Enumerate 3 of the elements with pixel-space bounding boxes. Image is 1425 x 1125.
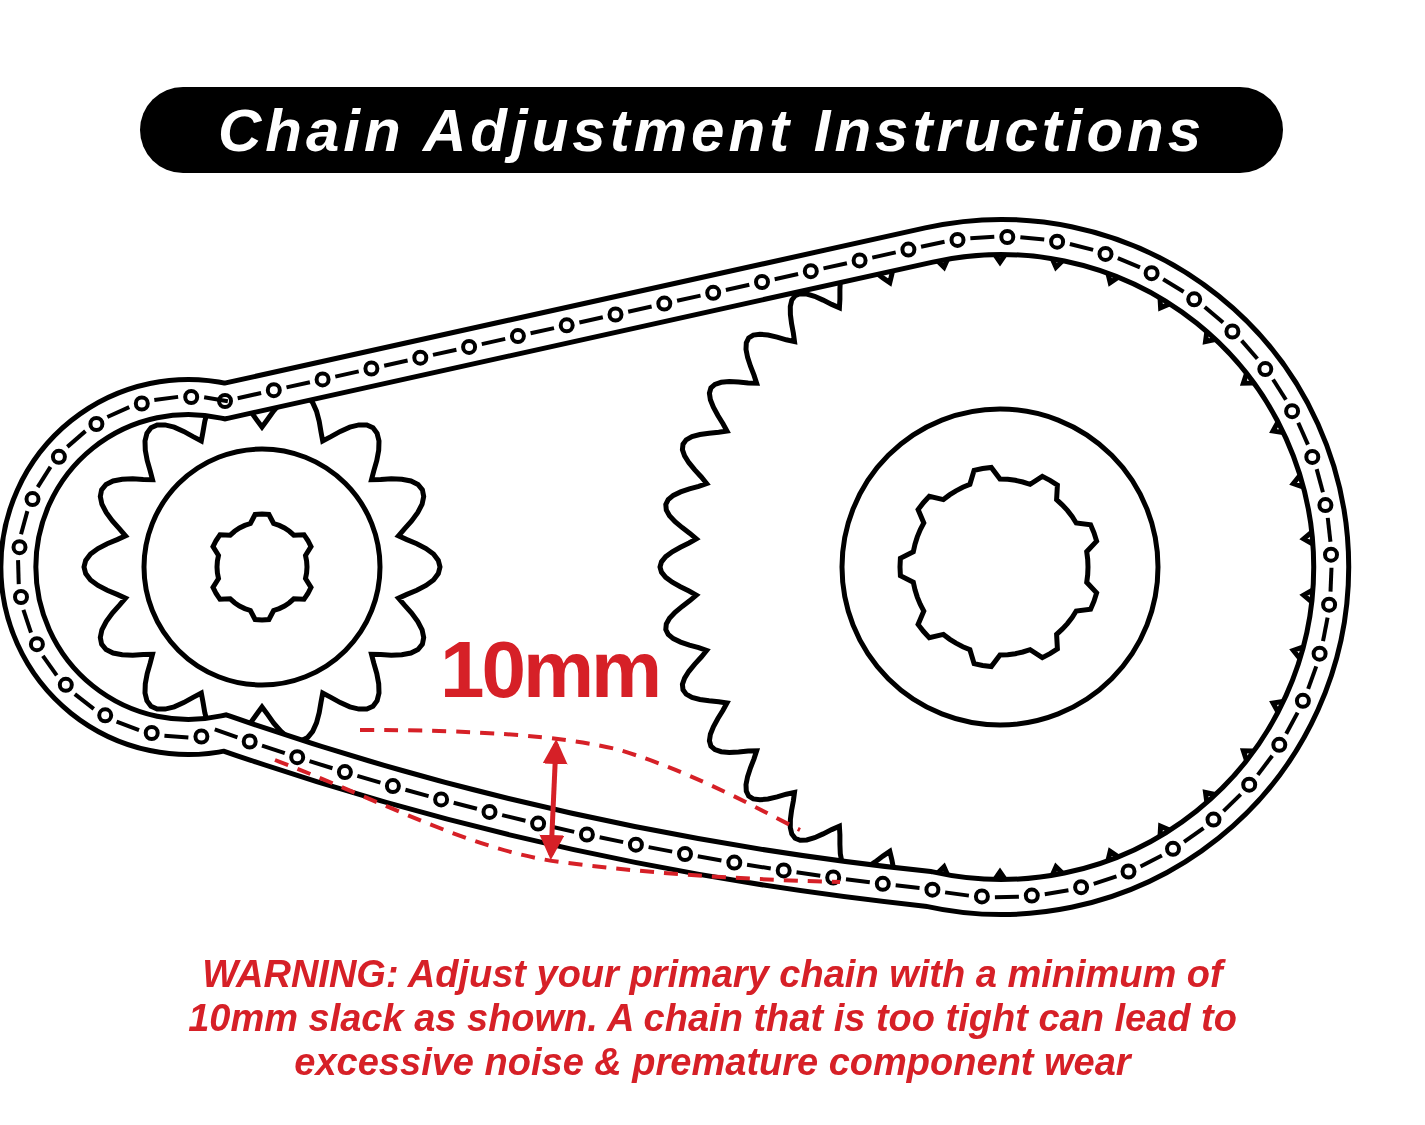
- title-banner: Chain Adjustment Instructions: [140, 87, 1283, 173]
- warning-text: WARNING: Adjust your primary chain with a minimum of 10mm slack as shown. A chain that is too tight can lead to excessive noise & premature component wear: [187, 952, 1238, 1084]
- dimension-label: 10mm: [440, 630, 660, 710]
